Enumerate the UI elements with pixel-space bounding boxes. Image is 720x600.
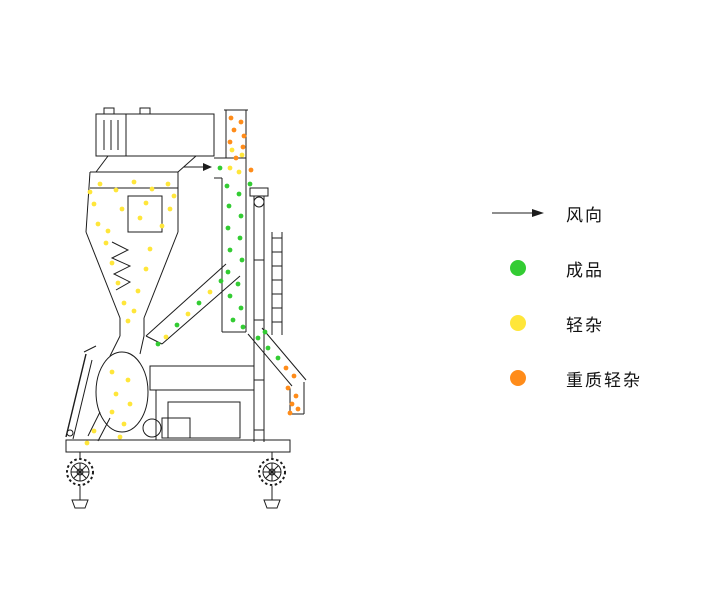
wheel-left [66, 458, 94, 486]
discharge-chute [247, 327, 307, 415]
air-duct [214, 109, 248, 333]
yellow-dot-icon [510, 315, 526, 331]
legend-row-heavy-light-impurity: 重质轻杂 [482, 361, 642, 395]
dots-orange-heavy-impurity [227, 115, 301, 416]
handle-bar [65, 345, 97, 440]
dots-green-finished-product [155, 165, 281, 361]
legend-label-finished-product: 成品 [566, 260, 604, 280]
support-foot-left [71, 486, 89, 509]
cyclone-cone [85, 231, 179, 357]
wind-direction-arrow-icon [482, 207, 554, 219]
legend-row-finished-product: 成品 [482, 251, 642, 285]
dots-yellow-light-impurity [84, 147, 245, 446]
legend: 风向 成品 轻杂 重质轻杂 [482, 196, 642, 395]
support-foot-right [263, 486, 281, 509]
orange-dot-icon [510, 370, 526, 386]
green-dot-icon [510, 260, 526, 276]
flow-arrow-icon [184, 163, 212, 171]
legend-label-wind-direction: 风向 [566, 205, 604, 225]
bucket-elevator [249, 187, 283, 442]
base-frame [65, 439, 291, 459]
legend-label-light-impurity: 轻杂 [566, 315, 604, 335]
legend-label-heavy-light-impurity: 重质轻杂 [566, 370, 642, 390]
legend-row-wind-direction: 风向 [482, 196, 642, 230]
motor [142, 417, 191, 439]
discharge-hopper [87, 351, 149, 442]
top-fan-housing [95, 107, 215, 173]
settling-chamber [85, 171, 179, 291]
legend-row-light-impurity: 轻杂 [482, 306, 642, 340]
wheel-right [258, 458, 286, 486]
mid-platform [149, 365, 255, 440]
